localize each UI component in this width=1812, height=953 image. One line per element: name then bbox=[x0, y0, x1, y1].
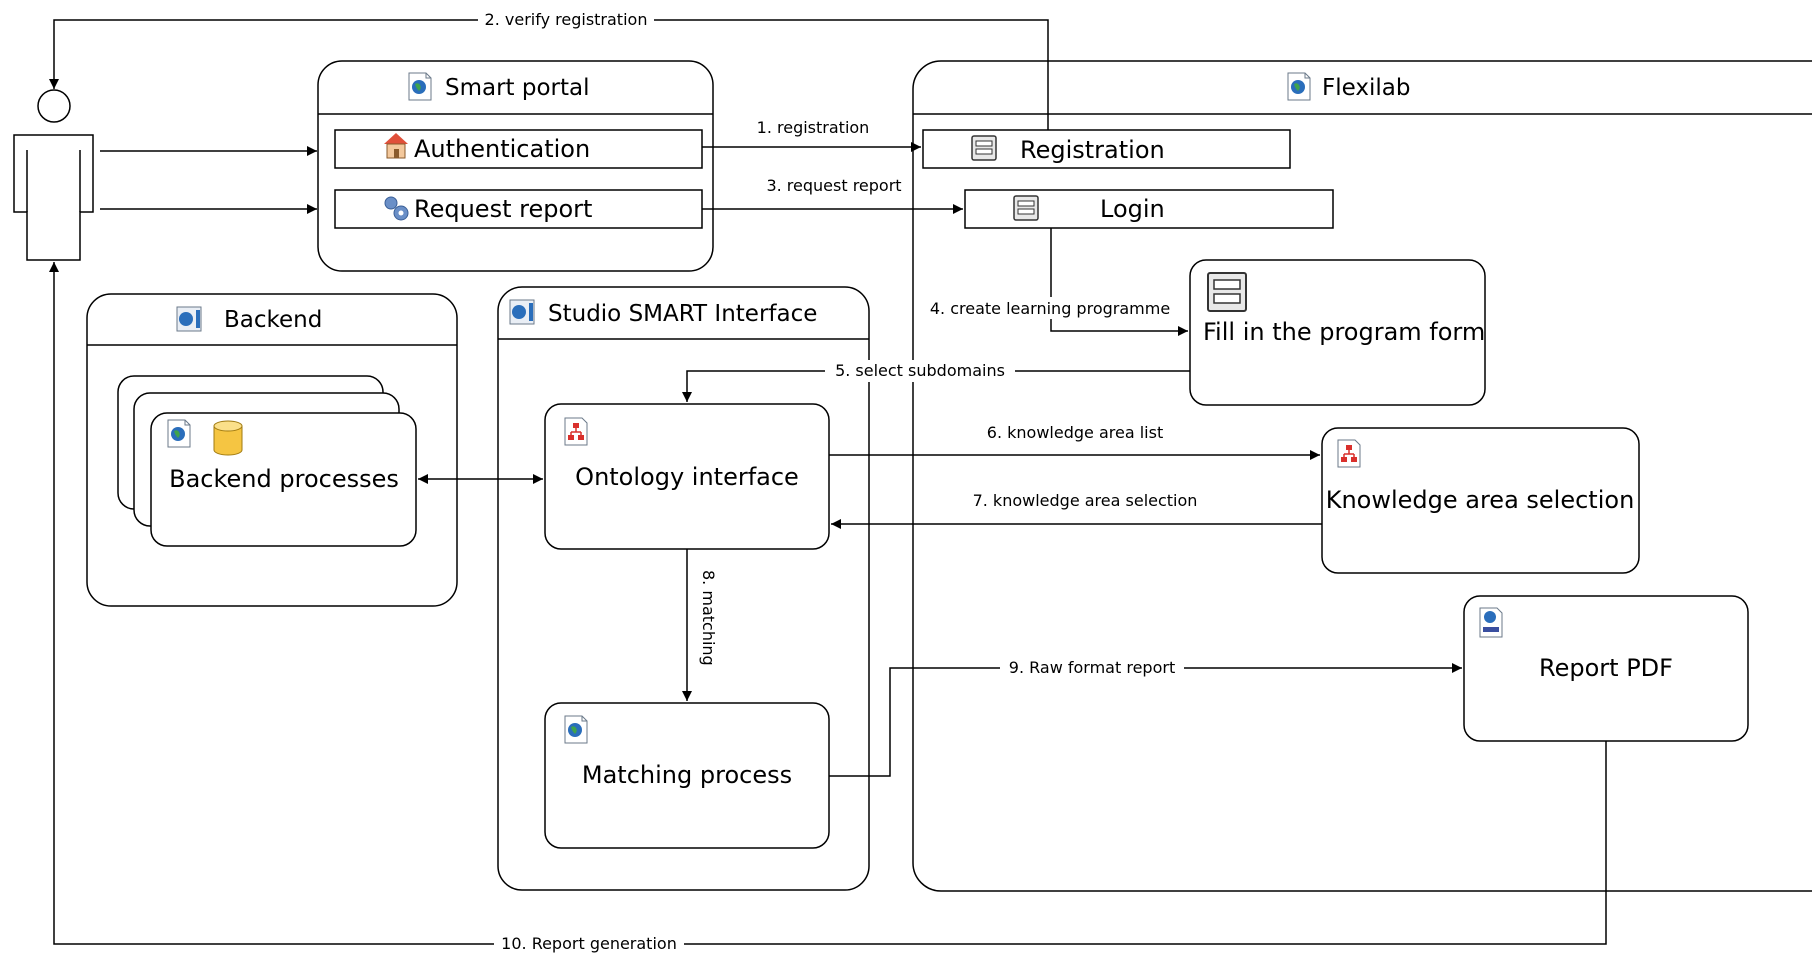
hierarchy-icon bbox=[1337, 439, 1361, 468]
report-pdf-node[interactable]: Report PDF bbox=[1463, 595, 1749, 742]
ontology-interface-label: Ontology interface bbox=[575, 463, 799, 491]
fill-form-label: Fill in the program form bbox=[1203, 318, 1485, 346]
backend-processes-node[interactable]: Backend processes bbox=[117, 375, 417, 547]
document-icon bbox=[1479, 607, 1503, 638]
request-report-node[interactable]: Request report bbox=[334, 189, 703, 229]
create-programme-edge bbox=[1050, 228, 1188, 336]
report-generation-edge-label: 10. Report generation bbox=[501, 934, 677, 953]
person-icon bbox=[13, 89, 94, 261]
web-page-icon bbox=[1287, 72, 1311, 101]
report-generation-edge bbox=[49, 262, 1607, 945]
web-page-icon bbox=[509, 299, 535, 325]
web-page-icon bbox=[167, 419, 191, 448]
authentication-label: Authentication bbox=[414, 135, 590, 163]
verify-registration-edge-label: 2. verify registration bbox=[485, 10, 648, 29]
registration-label: Registration bbox=[1020, 136, 1165, 164]
request-report-edge-label: 3. request report bbox=[766, 176, 901, 195]
select-subdomains-edge bbox=[682, 370, 1190, 402]
fill-program-form-node[interactable]: Fill in the program form bbox=[1189, 259, 1486, 406]
backend-processes-label: Backend processes bbox=[169, 465, 399, 493]
form-icon bbox=[971, 135, 997, 161]
smart-portal-title: Smart portal bbox=[445, 75, 590, 101]
matching-process-label: Matching process bbox=[582, 761, 792, 789]
form-icon bbox=[1207, 272, 1247, 312]
web-page-icon bbox=[408, 72, 432, 101]
raw-report-edge-label: 9. Raw format report bbox=[1009, 658, 1175, 677]
knowledge-area-selection-node[interactable]: Knowledge area selection bbox=[1321, 427, 1640, 574]
registration-edge-label: 1. registration bbox=[757, 118, 870, 137]
database-icon bbox=[213, 420, 243, 456]
create-programme-edge-label: 4. create learning programme bbox=[930, 299, 1170, 318]
login-label: Login bbox=[1100, 195, 1165, 223]
knowledge-area-selection-label: Knowledge area selection bbox=[1326, 486, 1635, 514]
gears-icon bbox=[384, 196, 409, 221]
matching-edge-label: 8. matching bbox=[699, 570, 718, 666]
registration-node[interactable]: Registration bbox=[922, 129, 1291, 169]
select-subdomains-edge-label: 5. select subdomains bbox=[835, 361, 1005, 380]
hierarchy-icon bbox=[564, 417, 588, 446]
ontology-interface-node[interactable]: Ontology interface bbox=[544, 403, 830, 550]
web-page-icon bbox=[564, 715, 588, 744]
form-icon bbox=[1013, 195, 1039, 221]
request-report-label: Request report bbox=[414, 195, 592, 223]
knowledge-area-selection-edge-label: 7. knowledge area selection bbox=[973, 491, 1198, 510]
knowledge-area-list-edge-label: 6. knowledge area list bbox=[987, 423, 1163, 442]
matching-process-node[interactable]: Matching process bbox=[544, 702, 830, 849]
report-pdf-label: Report PDF bbox=[1539, 654, 1673, 682]
flexilab-title: Flexilab bbox=[1322, 75, 1410, 101]
studio-title: Studio SMART Interface bbox=[548, 301, 817, 327]
home-icon bbox=[384, 133, 408, 159]
web-page-icon bbox=[176, 306, 202, 332]
login-node[interactable]: Login bbox=[964, 189, 1334, 229]
backend-title: Backend bbox=[224, 307, 322, 333]
authentication-node[interactable]: Authentication bbox=[334, 129, 703, 169]
